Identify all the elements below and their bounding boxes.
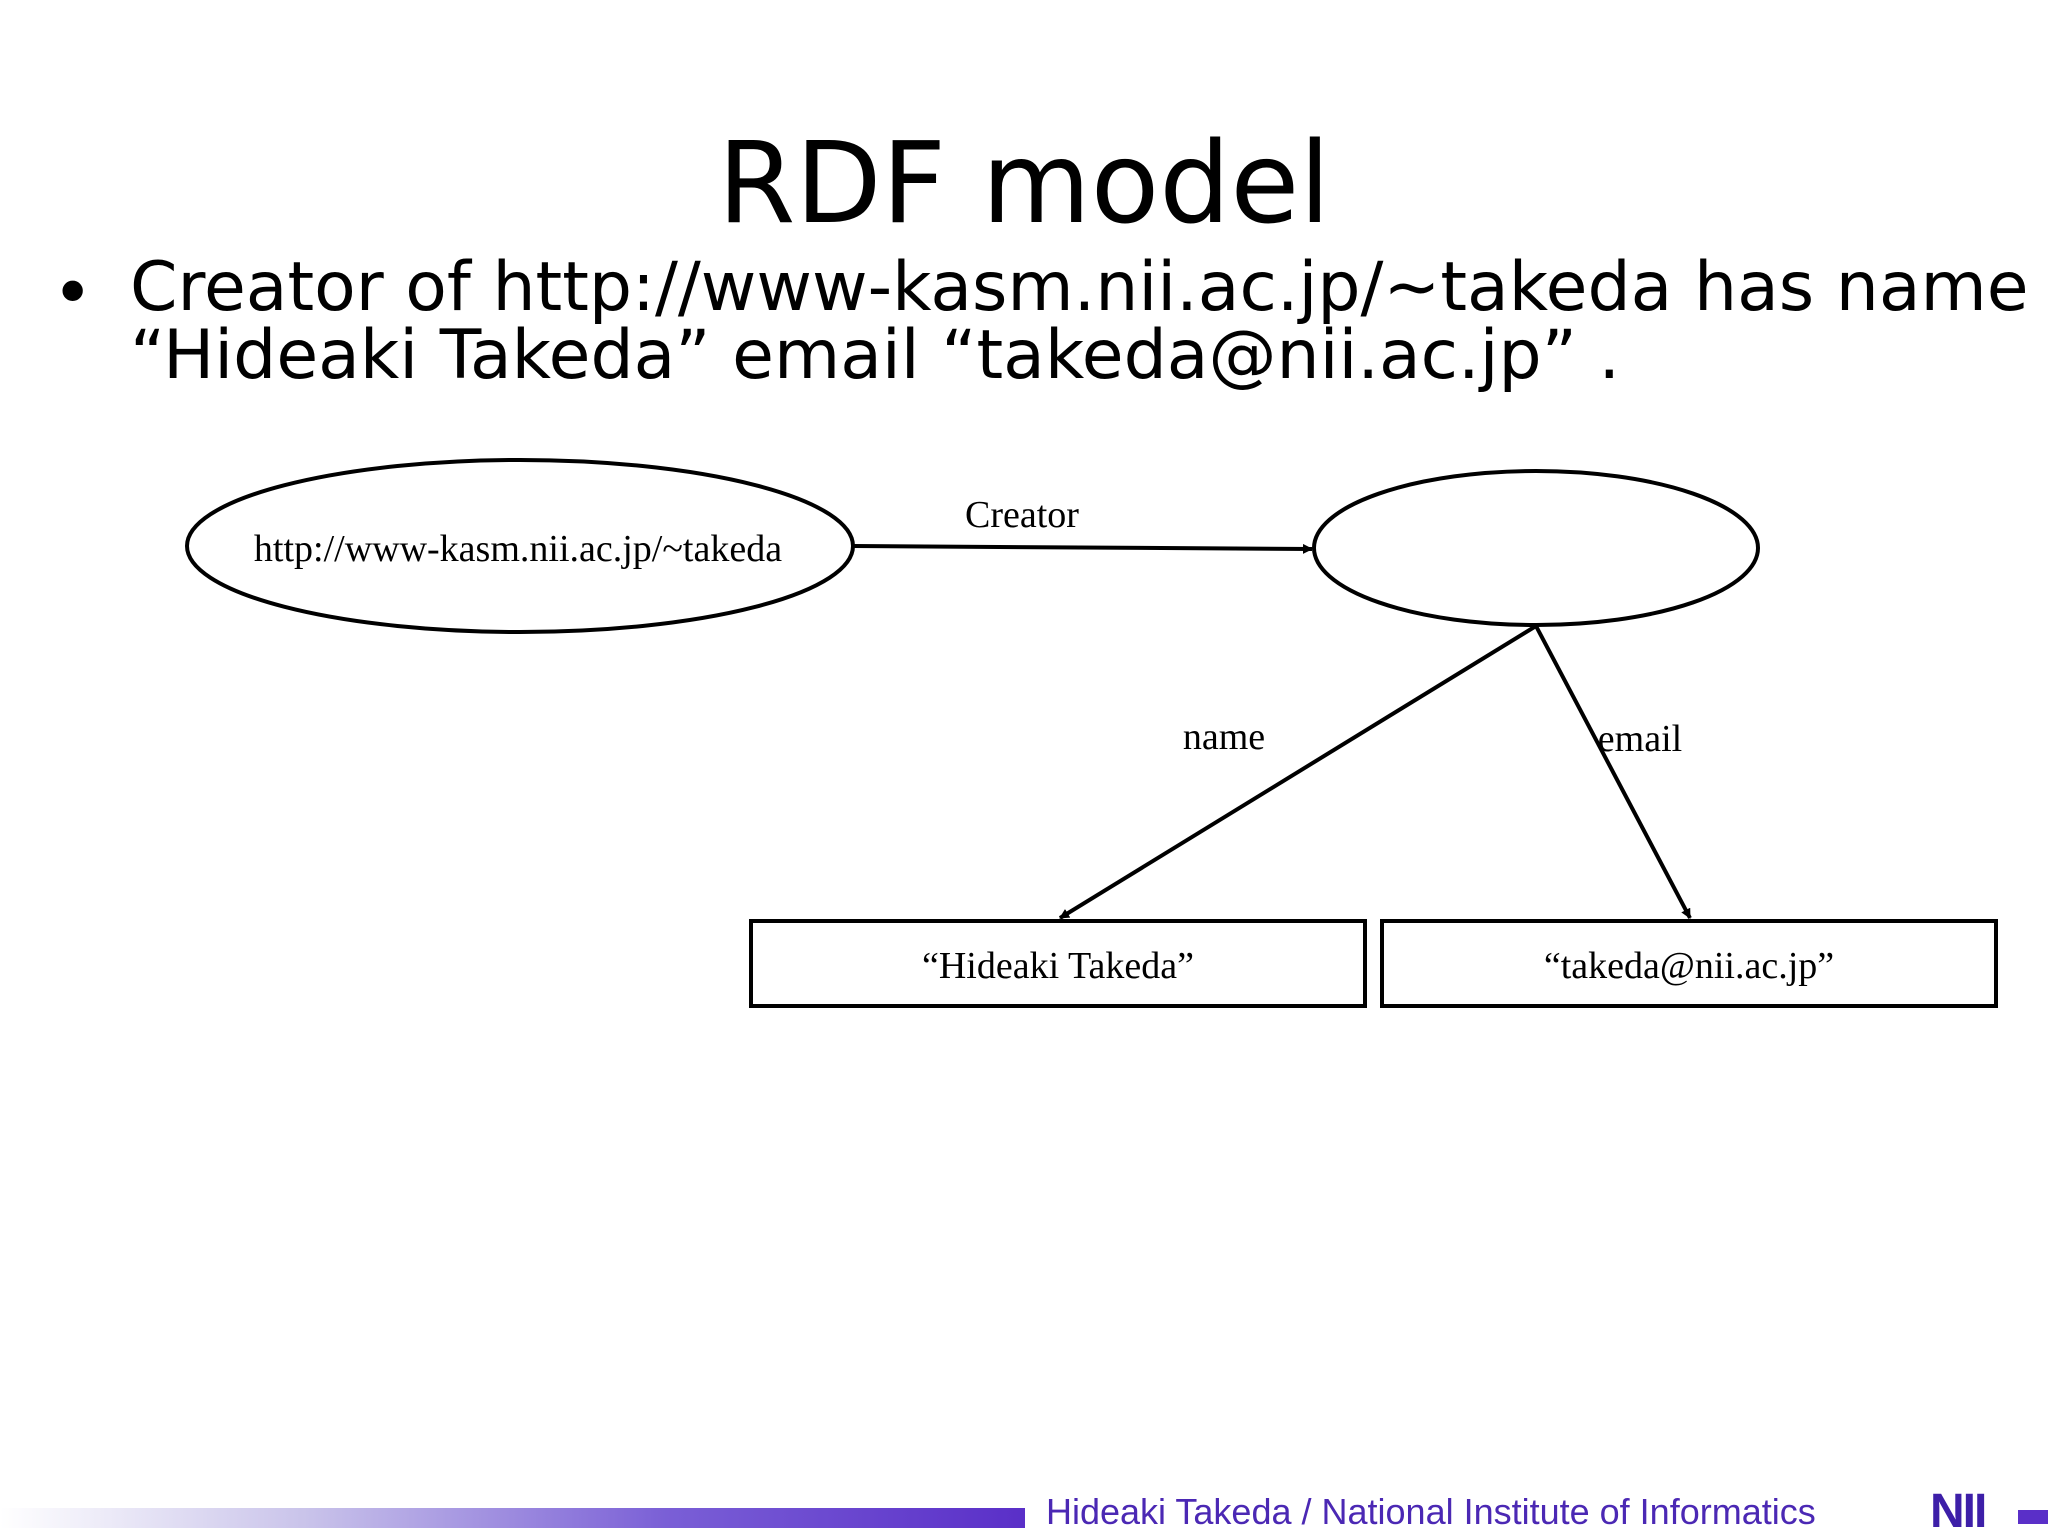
email-edge-label: email — [1598, 718, 1682, 760]
nii-logo: NII — [1930, 1485, 1987, 1538]
bullet-text-line-1: Creator of http://www-kasm.nii.ac.jp/~ta… — [130, 248, 2029, 327]
email-edge — [1534, 625, 1692, 919]
footer-gradient-bar — [0, 1508, 1025, 1528]
footer-author-text: Hideaki Takeda / National Institute of I… — [1046, 1491, 1816, 1532]
creator-edge-label: Creator — [965, 494, 1079, 536]
name-literal-node — [749, 919, 1367, 1008]
blank-node — [1312, 469, 1760, 627]
email-literal-label: “takeda@nii.ac.jp” — [1544, 945, 1834, 987]
bullet-text-line-2: “Hideaki Takeda” email “takeda@nii.ac.jp… — [130, 316, 1621, 395]
resource-node-label: http://www-kasm.nii.ac.jp/~takeda — [254, 528, 782, 570]
bullet-marker: • — [52, 252, 94, 334]
email-literal-node — [1380, 919, 1998, 1008]
name-edge — [1058, 624, 1538, 920]
logo-accent-bar — [2018, 1510, 2048, 1524]
slide-title: RDF model — [717, 119, 1331, 249]
creator-edge — [852, 543, 1313, 554]
name-literal-label: “Hideaki Takeda” — [922, 945, 1194, 987]
name-edge-label: name — [1183, 716, 1265, 758]
